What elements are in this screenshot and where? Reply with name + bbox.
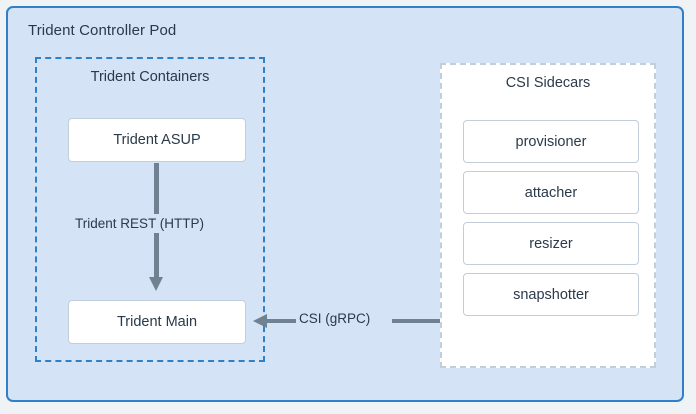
- arrowhead-down-icon: [149, 277, 163, 291]
- node-trident-asup[interactable]: Trident ASUP: [68, 118, 246, 162]
- csi-sidecars-title: CSI Sidecars: [505, 75, 591, 91]
- pod-title: Trident Controller Pod: [28, 22, 177, 39]
- trident-containers-title: Trident Containers: [90, 69, 210, 85]
- node-snapshotter[interactable]: snapshotter: [463, 273, 639, 316]
- node-provisioner[interactable]: provisioner: [463, 120, 639, 163]
- node-attacher[interactable]: attacher: [463, 171, 639, 214]
- connector-label-csi-grpc: CSI (gRPC): [296, 311, 374, 326]
- connector-line-csi-right: [392, 319, 440, 323]
- connector-line-csi-left: [266, 319, 298, 323]
- connector-label-trident-rest: Trident REST (HTTP): [70, 214, 210, 233]
- trident-controller-pod-container: Trident Controller Pod Trident Container…: [6, 6, 684, 402]
- arrowhead-left-icon: [253, 314, 267, 328]
- csi-sidecars-panel: CSI Sidecars provisioner attacher resize…: [440, 63, 656, 368]
- node-trident-main[interactable]: Trident Main: [68, 300, 246, 344]
- trident-containers-group: Trident Containers: [35, 57, 265, 362]
- node-resizer[interactable]: resizer: [463, 222, 639, 265]
